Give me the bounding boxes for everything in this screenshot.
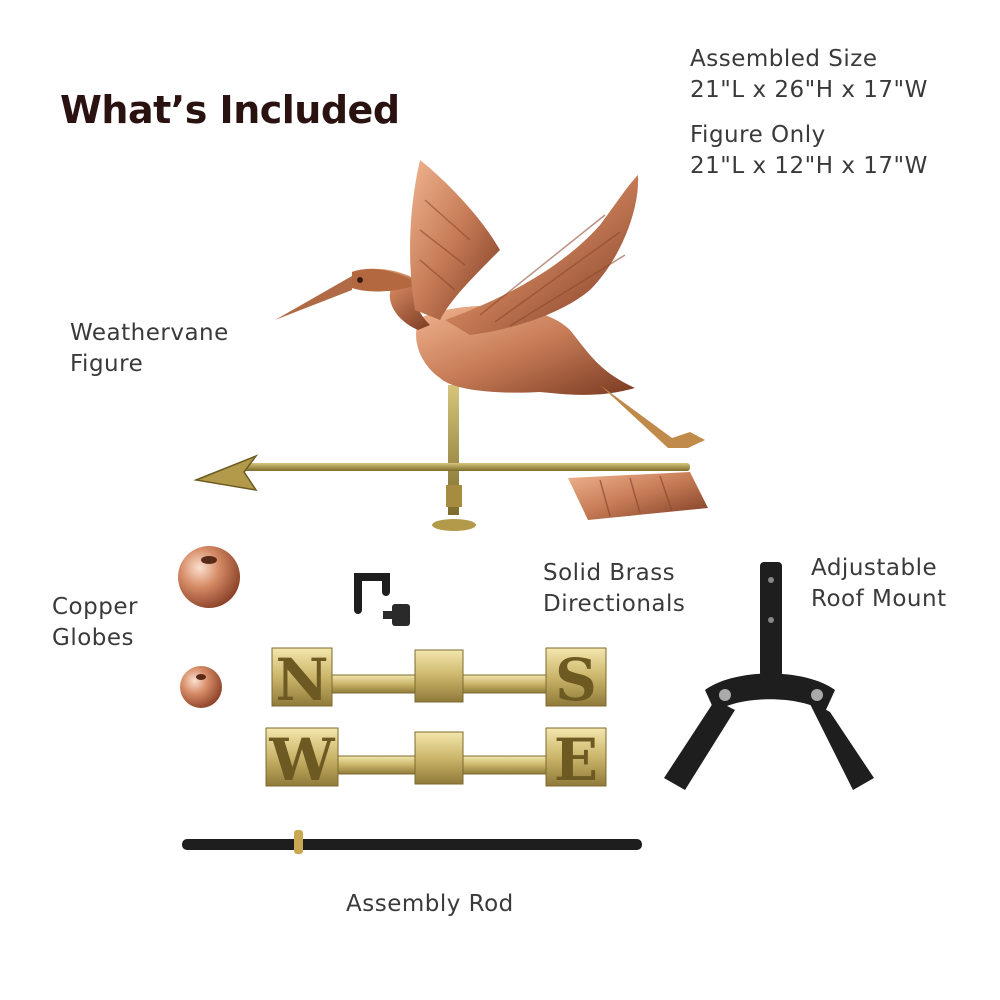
mount-label-line-1: Adjustable [811, 555, 938, 581]
vane-base-disc [432, 519, 476, 531]
arrow-shaft [235, 463, 690, 471]
figure-only-heading: Figure Only [690, 122, 826, 148]
weathervane-label-line-2: Figure [70, 351, 144, 377]
letter-w: W [268, 726, 335, 794]
heron-beak [275, 276, 352, 320]
heron-front-wing [445, 175, 639, 335]
roof-mount-label: Adjustable Roof Mount [811, 553, 947, 615]
adjustable-roof-mount [664, 562, 874, 790]
we-hub [414, 731, 464, 785]
rod-collar [294, 830, 303, 854]
globes-label-line-1: Copper [52, 594, 138, 620]
mount-left-leg [664, 700, 735, 790]
arrow-tail-fin [568, 472, 708, 520]
figure-only-dims: 21"L x 12"H x 17"W [690, 153, 928, 179]
copper-globe-large [178, 546, 240, 608]
globe-large-hole [201, 556, 217, 564]
brass-label-line-1: Solid Brass [543, 560, 676, 586]
globes-label-line-2: Globes [52, 625, 135, 651]
heron-eye [357, 277, 363, 283]
assembled-size-dims: 21"L x 26"H x 17"W [690, 77, 928, 103]
vane-post [448, 385, 459, 515]
letter-s: S [555, 646, 597, 714]
copper-globe-small [180, 666, 222, 708]
ns-hub [414, 649, 464, 703]
mount-yoke [705, 673, 835, 712]
letter-n: N [275, 646, 328, 714]
brass-directionals-label: Solid Brass Directionals [543, 558, 685, 620]
rod-body [182, 839, 642, 850]
letter-e: E [554, 726, 598, 794]
heron-head [352, 268, 420, 292]
weathervane-figure-label: Weathervane Figure [70, 318, 229, 380]
letter-e-plate [545, 727, 607, 787]
assembly-rod [182, 830, 642, 854]
arrowhead [193, 454, 259, 492]
letter-s-plate [545, 647, 607, 707]
page-title: What’s Included [60, 88, 400, 132]
mount-label-line-2: Roof Mount [811, 586, 947, 612]
heron-legs [600, 385, 705, 448]
brass-label-line-2: Directionals [543, 591, 686, 617]
assembled-size-heading: Assembled Size [690, 46, 878, 72]
weathervane-figure [193, 160, 708, 531]
heron-back-wing [410, 160, 500, 320]
copper-globes-label: Copper Globes [52, 592, 138, 654]
brass-directionals: N S W E [265, 646, 607, 794]
globe-small-hole [196, 674, 206, 680]
rod-label: Assembly Rod [346, 891, 514, 917]
assembly-rod-label: Assembly Rod [346, 889, 514, 920]
mount-right-leg [808, 700, 874, 790]
assembled-size: Assembled Size 21"L x 26"H x 17"W [690, 44, 928, 106]
letter-w-plate [265, 727, 339, 787]
copper-globes [178, 546, 240, 708]
figure-only-size: Figure Only 21"L x 12"H x 17"W [690, 120, 928, 182]
weathervane-label-line-1: Weathervane [70, 320, 229, 346]
set-screw-bracket [354, 573, 410, 626]
letter-n-plate [271, 647, 333, 707]
vane-collar [446, 485, 462, 507]
